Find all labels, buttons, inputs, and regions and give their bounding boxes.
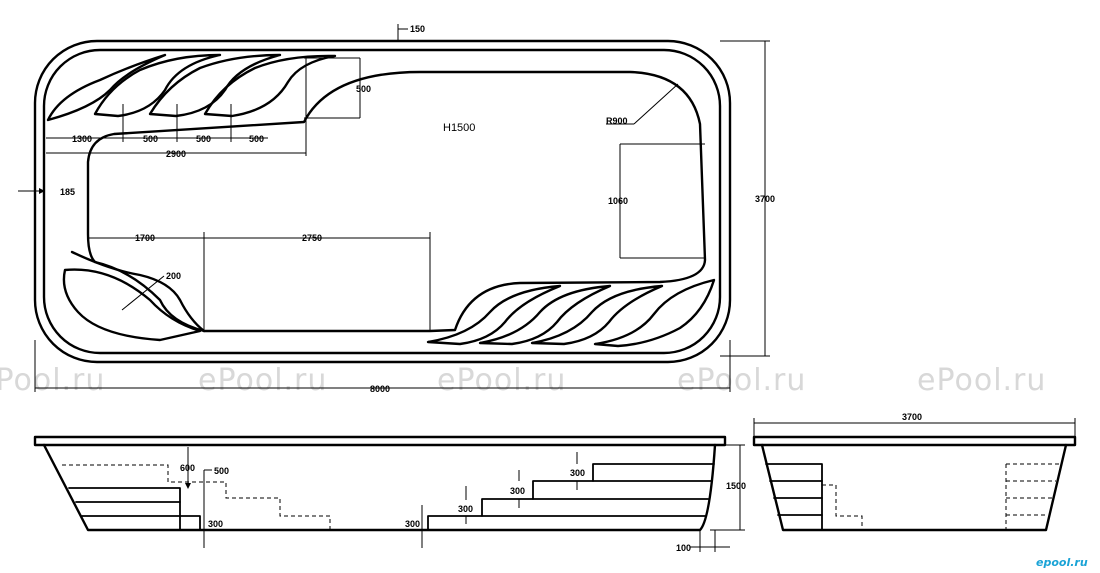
end-section-view: 3700	[752, 412, 1077, 532]
end-shell	[760, 443, 1068, 532]
dim-seg-2900: 2900	[166, 149, 186, 159]
side-dimensions: 600 500 300 300 300 300 300 1500 100	[180, 444, 746, 553]
dim-h300: 300	[405, 519, 420, 529]
bottom-right-steps	[426, 278, 716, 348]
watermark-text: ePool.ru	[917, 363, 1046, 398]
dim-end-width: 3700	[902, 412, 922, 422]
dim-bench: 1060	[608, 196, 628, 206]
dim-lip: 100	[676, 543, 691, 553]
watermark-text: ePool.ru	[198, 363, 327, 398]
dim-h300: 300	[510, 486, 525, 496]
depth-label: H1500	[443, 122, 475, 134]
dim-top-wall: 150	[410, 24, 425, 34]
watermark-text: ePool.ru	[0, 363, 105, 398]
brand-logo-text: epool.ru	[1036, 556, 1088, 569]
dim-seg-500: 500	[249, 134, 264, 144]
dim-seg-1300: 1300	[72, 134, 92, 144]
dim-depth: 1500	[726, 481, 746, 491]
dim-step-rise: 500	[356, 84, 371, 94]
dim-width: 3700	[755, 194, 775, 204]
pool-inner-rim	[42, 48, 722, 355]
dim-h300: 300	[458, 504, 473, 514]
dim-h300: 300	[208, 519, 223, 529]
dim-h500: 500	[214, 466, 229, 476]
dim-gap: 200	[166, 271, 181, 281]
side-section-view: 600 500 300 300 300 300 300 1500 100	[33, 435, 746, 553]
pool-floor-outline	[86, 70, 707, 333]
watermark-text: ePool.ru	[437, 363, 566, 398]
dim-h600: 600	[180, 463, 195, 473]
plan-dimensions: 150 500 1300 500 500 500 2900 185 H1500	[18, 24, 775, 394]
bottom-left-step	[62, 250, 206, 342]
dim-seg-500: 500	[196, 134, 211, 144]
top-left-steps	[46, 53, 337, 122]
plan-view: 150 500 1300 500 500 500 2900 185 H1500	[18, 24, 775, 394]
dim-radius: R900	[606, 116, 628, 126]
watermark-row: ePool.ru ePool.ru ePool.ru ePool.ru ePoo…	[0, 363, 1046, 398]
dim-seg-1700: 1700	[135, 233, 155, 243]
end-coping	[752, 435, 1077, 447]
dim-h300: 300	[570, 468, 585, 478]
watermark-text: ePool.ru	[677, 363, 806, 398]
pool-outer-rim	[33, 39, 732, 364]
side-coping	[33, 435, 727, 447]
dim-seg-500: 500	[143, 134, 158, 144]
dim-seg-2750: 2750	[302, 233, 322, 243]
dim-length: 8000	[370, 384, 390, 394]
dim-left-wall: 185	[60, 187, 75, 197]
